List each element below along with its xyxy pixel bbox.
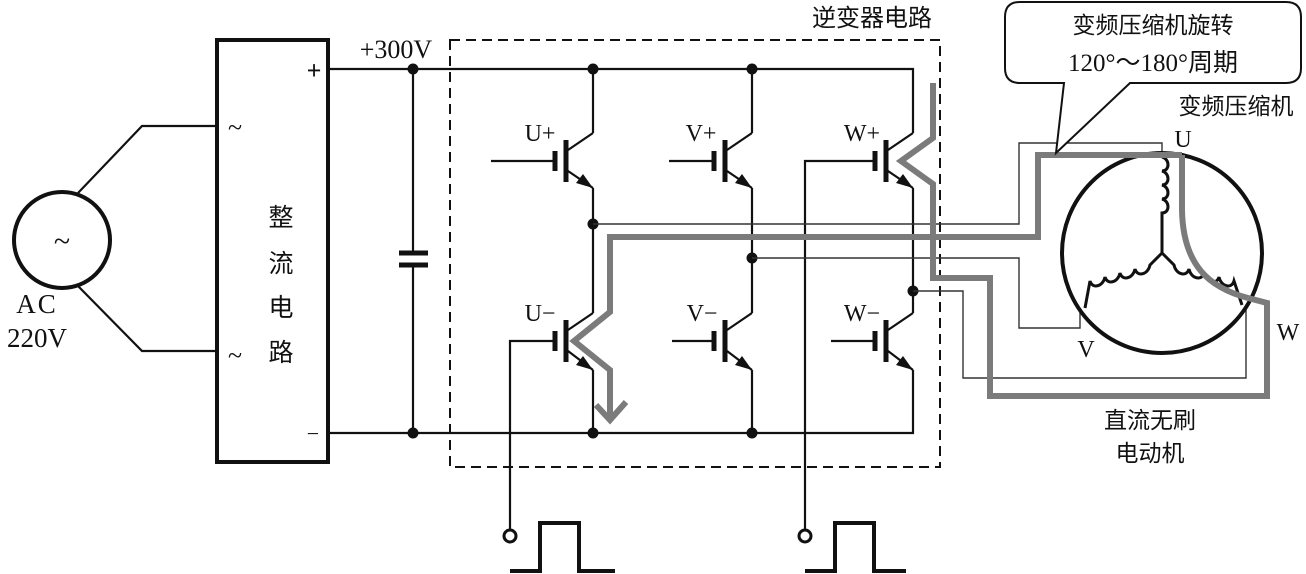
gate-pulse-w — [797, 521, 906, 573]
motor-phase-w-label: W — [1277, 320, 1300, 346]
callout: 变频压缩机旋转 120°～180°周期 — [1004, 1, 1302, 156]
inverter-title: 逆变器电路 — [812, 4, 932, 32]
rectifier-ac-symbol-bottom: ~ — [228, 341, 242, 370]
label-w-plus: W+ — [844, 121, 880, 147]
motor-name-line2: 电动机 — [1116, 441, 1185, 467]
rectifier-title-char-3: 电 — [268, 293, 293, 322]
motor-phase-u-label: U — [1174, 127, 1191, 153]
gate-u-terminal — [502, 528, 518, 544]
rectifier-box — [215, 38, 330, 464]
ac-wire-bottom — [77, 285, 216, 353]
phase-wires — [593, 142, 1247, 379]
ac-voltage-label: 220V — [7, 323, 68, 353]
transistor-v-minus: V− — [672, 301, 753, 371]
ac-source-circle — [12, 190, 112, 290]
label-u-minus: U− — [525, 301, 556, 327]
coil-u — [1160, 155, 1170, 253]
inverter-dashed-border — [449, 39, 941, 468]
transistor-v-plus: V+ — [669, 121, 753, 189]
ac-source: ~ AC 220V — [7, 124, 216, 353]
label-v-minus: V− — [687, 301, 718, 327]
motor-phase-v-label: V — [1077, 337, 1095, 363]
dc-bus-voltage-label: +300V — [360, 35, 433, 64]
rectifier-minus-terminal: − — [307, 421, 319, 446]
negative-rail — [328, 370, 915, 435]
current-path-w-plus — [895, 83, 1270, 399]
callout-line2: 120°～180°周期 — [1068, 50, 1238, 77]
rectifier-plus-terminal: + — [307, 56, 322, 85]
label-u-plus: U+ — [525, 121, 556, 147]
rectifier-ac-symbol-top: ~ — [228, 113, 242, 142]
ac-source-symbol: ~ — [54, 225, 70, 258]
transistor-w-plus: W+ — [803, 121, 914, 533]
rectifier-title-char-2: 流 — [268, 249, 293, 278]
ac-wire-top — [77, 124, 216, 194]
motor: U V W 变频压缩机 直流无刷 电动机 — [1060, 94, 1300, 467]
motor-name-line1: 直流无刷 — [1104, 408, 1196, 434]
gate-pulse-u — [502, 521, 615, 573]
current-path-u-return — [569, 152, 1182, 420]
transistor-u-minus: U− — [508, 301, 594, 533]
rectifier-title-char-1: 整 — [268, 203, 293, 232]
wire-phase-u — [593, 142, 1163, 225]
pulse-u-waveform — [510, 521, 615, 573]
dc-bus: +300V — [328, 35, 915, 439]
label-v-plus: V+ — [686, 121, 717, 147]
compressor-label: 变频压缩机 — [1179, 94, 1294, 120]
filter-capacitor — [399, 69, 428, 433]
rectifier-block: ~ ~ + − 整 流 电 路 — [215, 38, 330, 464]
current-flow-path — [569, 83, 1270, 425]
callout-line1: 变频压缩机旋转 — [1073, 13, 1234, 39]
ac-label: AC — [16, 289, 58, 319]
current-path-motor-arc — [1179, 155, 1249, 301]
coil-w — [1160, 251, 1244, 306]
gate-w-terminal — [797, 528, 813, 544]
pulse-w-waveform — [805, 521, 906, 573]
inverter-block: 逆变器电路 U+ — [449, 4, 941, 533]
coil-v — [1083, 251, 1164, 309]
label-w-minus: W− — [844, 301, 880, 327]
current-arrow-head — [593, 400, 629, 425]
transistor-u-plus: U+ — [491, 121, 594, 189]
rectifier-title-char-4: 路 — [268, 338, 293, 367]
callout-bubble — [1004, 1, 1302, 156]
wire-phase-w — [913, 290, 1247, 379]
positive-rail — [328, 67, 915, 133]
transistor-w-minus: W− — [831, 301, 914, 371]
